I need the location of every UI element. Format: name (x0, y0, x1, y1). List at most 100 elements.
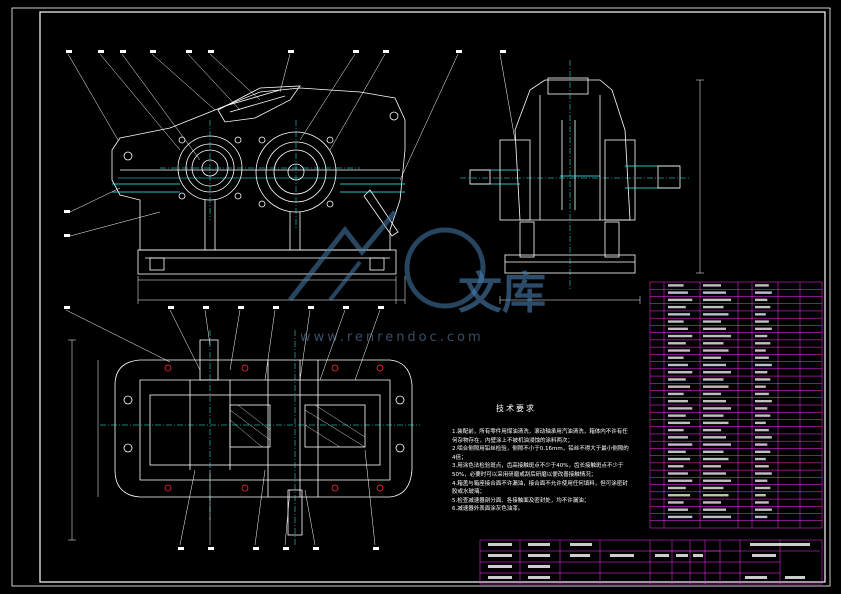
title-block-text-mark (655, 554, 669, 557)
parts-row-text-mark (668, 443, 693, 446)
parts-row-text-mark (755, 501, 769, 504)
balloon-mark (64, 306, 70, 309)
inner-frame (39, 11, 826, 583)
balloon-mark (313, 547, 319, 550)
tech-note: 5.检查减速器剖分面、各接触面及密封处，均不许漏油； (452, 497, 590, 504)
parts-row-text-mark (668, 450, 686, 454)
parts-row-text-mark (755, 457, 766, 461)
parts-row-text-mark (703, 436, 726, 439)
parts-row-text-mark (668, 479, 693, 482)
parts-row-text-mark (668, 363, 688, 367)
tech-note: 1.装配前，所有零件用煤油清洗，滚动轴承用汽油清洗，箱体内不许有任何杂物存在，内… (452, 429, 628, 444)
parts-row-text-mark (755, 472, 772, 475)
title-block-text-mark (488, 543, 512, 546)
parts-row-text-mark (668, 421, 691, 425)
watermark-text: 文库 (458, 268, 546, 319)
parts-row-text-mark (755, 385, 766, 388)
title-block-fill (488, 543, 810, 579)
parts-row-text-mark (668, 465, 684, 468)
parts-row-text-mark (668, 414, 686, 417)
parts-row-text-mark (755, 334, 768, 338)
parts-row-text-mark (703, 494, 729, 497)
parts-row-text-mark (703, 291, 726, 294)
parts-row-text-mark (703, 334, 731, 338)
balloon-mark (288, 50, 294, 53)
parts-row-text-mark (755, 320, 769, 323)
outer-frame (11, 7, 831, 587)
parts-row-text-mark (755, 284, 769, 287)
parts-row-text-mark (755, 342, 771, 345)
title-block-text-mark (610, 554, 634, 557)
parts-row-text-mark (703, 414, 724, 417)
parts-row-text-mark (755, 363, 772, 367)
balloon-mark (456, 50, 462, 53)
parts-row-text-mark (668, 371, 693, 374)
parts-row-text-mark (668, 342, 686, 345)
parts-row-text-mark (703, 378, 724, 381)
parts-row-text-mark (668, 486, 686, 490)
parts-row-text-mark (703, 407, 731, 410)
parts-row-text-mark (668, 399, 688, 403)
parts-row-text-mark (668, 436, 688, 439)
parts-row-text-mark (755, 313, 766, 316)
parts-row-text-mark (755, 486, 771, 490)
tech-note: 6.减速器外表面涂灰色油漆。 (452, 506, 524, 513)
title-block-text-mark (488, 576, 512, 579)
balloon-mark (168, 306, 174, 309)
title-block-text-mark (752, 554, 776, 557)
balloon-mark (373, 547, 379, 550)
balloon-mark (208, 547, 214, 550)
parts-row-text-mark (755, 421, 766, 425)
balloon-mark (98, 50, 104, 53)
top-view (68, 330, 420, 545)
parts-row-text-mark (703, 479, 731, 482)
title-block-text-mark (750, 543, 810, 546)
parts-row-text-mark (755, 479, 768, 482)
balloon-mark (150, 50, 156, 53)
parts-row-text-mark (703, 392, 721, 396)
title-block-text-mark (528, 543, 550, 546)
parts-row-text-mark (703, 320, 721, 323)
balloon-mark (308, 306, 314, 309)
parts-row-text-mark (703, 472, 726, 475)
parts-row-text-mark (668, 472, 688, 475)
title-block (479, 539, 823, 585)
parts-row-text-mark (755, 291, 772, 294)
parts-row-text-mark (703, 327, 726, 331)
parts-row-text-mark (668, 356, 684, 359)
parts-row-text-mark (668, 284, 684, 287)
title-block-text-mark (528, 565, 550, 568)
parts-row-text-mark (668, 515, 693, 519)
parts-row-text-mark (755, 378, 771, 381)
parts-list-table (649, 281, 823, 529)
parts-row-text-mark (668, 494, 691, 497)
parts-row-text-mark (703, 443, 731, 446)
parts-row-text-mark (668, 457, 691, 461)
parts-row-text-mark (703, 457, 729, 461)
parts-row-text-mark (703, 508, 726, 511)
parts-row-text-mark (703, 428, 721, 432)
balloon-mark (353, 50, 359, 53)
title-block-text-mark (785, 576, 805, 579)
parts-row-text-mark (703, 342, 724, 345)
technical-requirements-list: 1.装配前，所有零件用煤油清洗，滚动轴承用汽油清洗，箱体内不许有任何杂物存在，内… (452, 428, 632, 514)
balloon-labels (64, 50, 506, 550)
title-block-text-mark (693, 554, 703, 557)
parts-row-text-mark (668, 334, 693, 338)
top-view-leaders (65, 309, 381, 546)
parts-row-text-mark (755, 392, 769, 396)
side-view (460, 53, 704, 304)
balloon-mark (64, 234, 70, 237)
parts-row-text-mark (668, 407, 693, 410)
parts-row-text-mark (755, 515, 768, 519)
tech-note: 3.用涂色法检验斑点，齿高接触斑点不少于40%，齿长接触斑点不少于50%，必要时… (452, 463, 624, 478)
title-block-text-mark (745, 576, 767, 579)
title-block-text-mark (528, 576, 550, 579)
parts-row-text-mark (668, 298, 693, 302)
parts-row-text-mark (755, 508, 772, 511)
title-block-text-mark (488, 565, 512, 568)
balloon-mark (203, 306, 209, 309)
watermark-url: www.renrendoc.com (300, 330, 484, 345)
parts-row-text-mark (703, 298, 731, 302)
